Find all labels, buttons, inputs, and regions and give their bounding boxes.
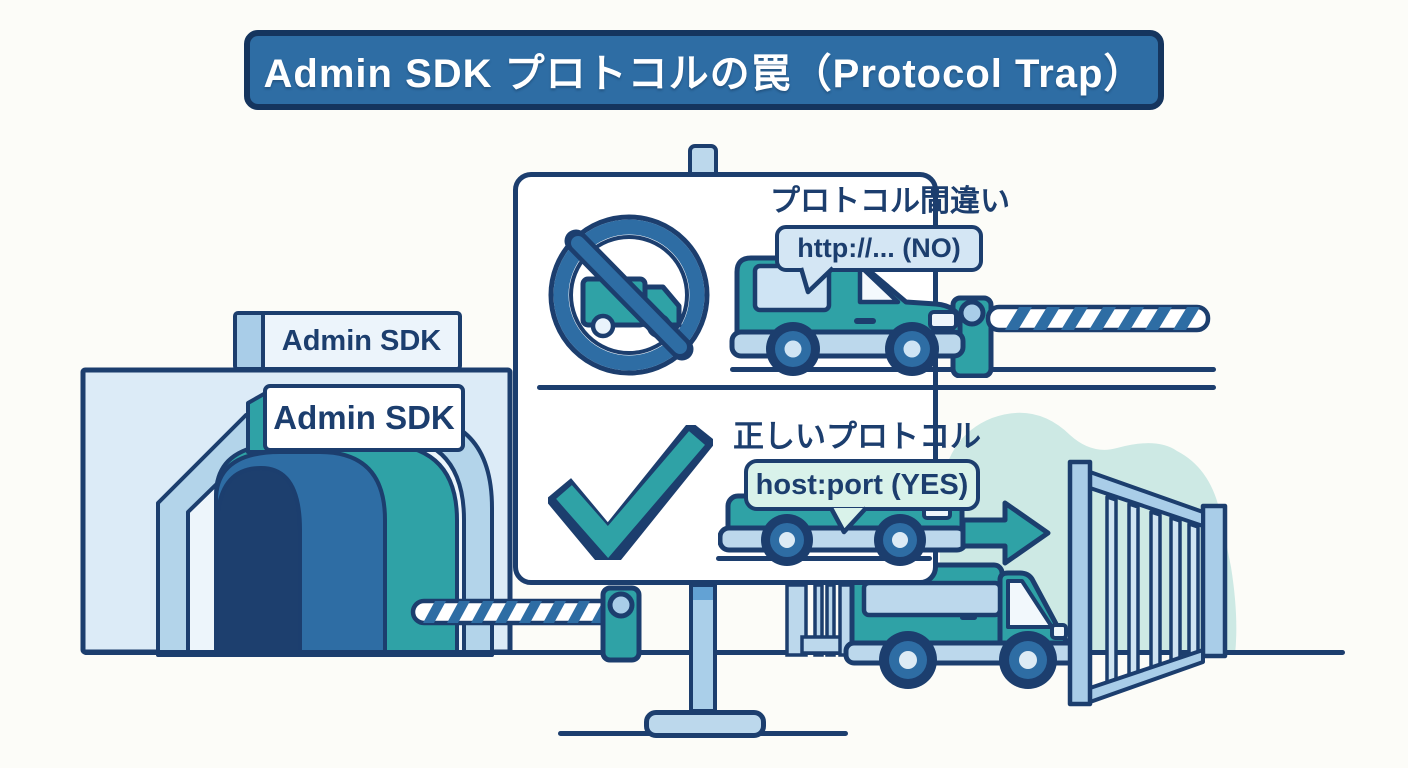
admin-sdk-front-sign: Admin SDK (245, 382, 469, 456)
correct-protocol-bubble: host:port (YES) (744, 459, 980, 511)
correct-protocol-bubble-text: host:port (YES) (755, 468, 969, 501)
van-wheels (879, 631, 1057, 689)
signboard-divider (537, 385, 1216, 390)
tunnel-arch (156, 413, 494, 657)
wrong-bubble-tail (798, 266, 835, 295)
correct-protocol-heading: 正しいプロトコル (733, 418, 981, 454)
barrier-pivot (958, 299, 986, 327)
roof-sign-label: Admin SDK (281, 324, 442, 357)
signboard-post (689, 583, 717, 713)
van (843, 562, 1079, 689)
truck-wheels (766, 322, 939, 376)
truck-wheels (761, 514, 926, 566)
wrong-protocol-bubble: http://... (NO) (775, 225, 983, 272)
open-gate-icon (1067, 459, 1228, 707)
wrong-protocol-heading: プロトコル間違い (770, 185, 1010, 218)
road-line-correct (716, 556, 932, 561)
fence-slats (785, 583, 856, 657)
correct-bubble-tail (829, 506, 868, 535)
title-text: Admin SDK プロトコルの罠（Protocol Trap） (263, 52, 1145, 96)
signboard-cap (688, 144, 718, 177)
truck-windshield (857, 263, 901, 305)
gate-hinge-post (1200, 503, 1228, 659)
roof-sign-edge (237, 315, 265, 367)
truck-handle (854, 318, 876, 324)
truck-headlight (928, 310, 958, 330)
no-truck-prohibition-icon (548, 214, 710, 376)
front-sign-label: Admin SDK (263, 384, 465, 452)
barrier-stripes (423, 601, 613, 623)
arrow-right-icon (960, 500, 1051, 566)
gate-near-stile (1067, 459, 1093, 707)
left-barrier-gate-icon (410, 585, 642, 663)
admin-sdk-roof-sign: Admin SDK (233, 311, 462, 371)
title-banner: Admin SDK プロトコルの罠（Protocol Trap） (244, 30, 1164, 110)
barrier-stripes (1005, 307, 1200, 330)
checkmark-icon (548, 425, 713, 560)
wrong-protocol-bubble-text: http://... (NO) (797, 233, 961, 263)
signboard-post-cap (693, 587, 713, 600)
barrier-pivot (607, 591, 635, 619)
tunnel-building (80, 367, 513, 657)
signboard-post-base (644, 710, 766, 738)
